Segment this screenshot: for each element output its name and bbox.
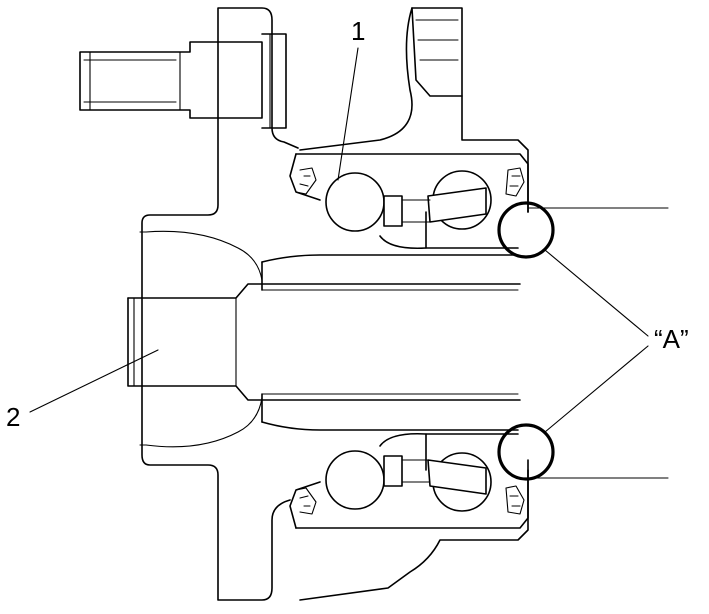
hub-flange: [139, 7, 299, 601]
ball-lower-inner: [325, 450, 385, 510]
detail-a-label: “A”: [654, 324, 689, 354]
wheel-stud: [79, 33, 287, 129]
axle-shaft: [127, 254, 521, 431]
part-1-label: 1: [351, 16, 365, 46]
part-1-leader: [337, 47, 359, 181]
ball-upper-inner: [325, 172, 385, 232]
detail-a-callouts: “A”: [497, 201, 689, 481]
detail-a-circle-lower: [497, 423, 555, 481]
part-2-leader: [29, 349, 159, 413]
leader-a-lower: [544, 345, 649, 433]
part-labels: 1 2: [6, 16, 365, 432]
knuckle-housing: [299, 7, 529, 601]
upper-bearing: [289, 153, 529, 250]
part-2-label: 2: [6, 402, 20, 432]
leader-a-upper: [544, 249, 649, 337]
detail-a-circle-upper: [497, 201, 555, 259]
lower-bearing: [289, 432, 529, 529]
